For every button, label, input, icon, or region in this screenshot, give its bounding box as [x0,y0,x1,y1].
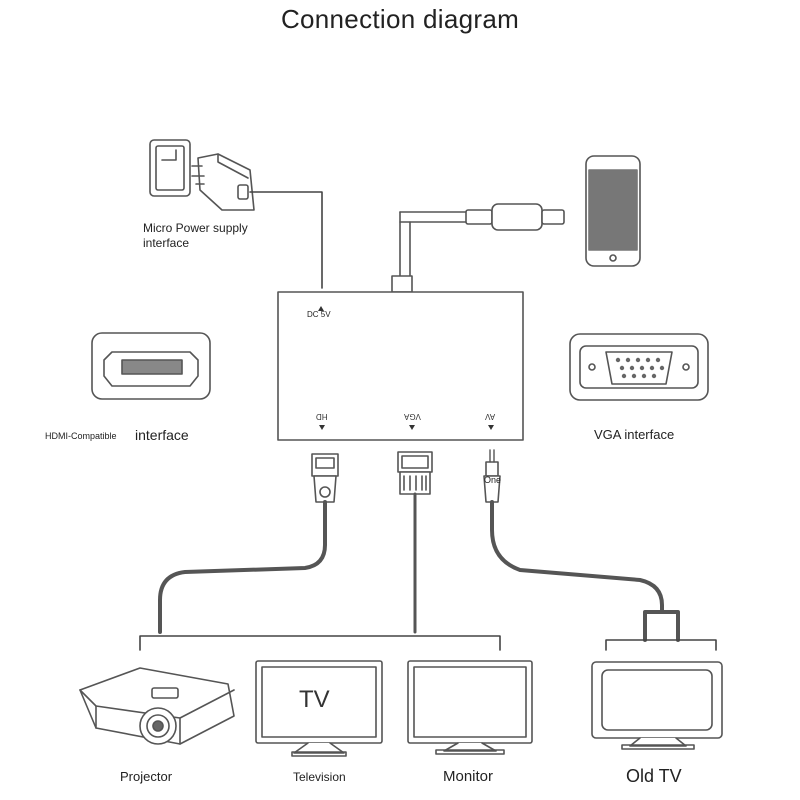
hdmi-plug-icon [311,453,339,503]
diagram-title: Connection diagram [280,4,520,34]
av-plug-label: One [484,475,502,485]
port-hd-label: HD [316,412,328,421]
television-label: Television [293,770,346,784]
adapter-hub [277,291,524,441]
vga-port-icon [569,333,709,401]
port-av-label: AV [485,412,496,421]
wall-socket-icon [149,139,191,197]
power-cable [249,191,323,289]
old-tv-label: Old TV [626,766,682,786]
television-icon [255,660,383,757]
vga-interface-label: VGA interface [594,427,675,442]
hub-port-markers [318,306,494,430]
old-tv-bracket [605,639,717,651]
projector-icon [79,667,235,745]
power-adapter-icon [191,153,255,211]
hdmi-label-small: HDMI-Compatible [45,431,117,441]
av-plug-icon [483,449,501,503]
device-bracket [139,635,501,651]
hdmi-cable [158,500,327,634]
port-dc-label: DC 5V [307,310,331,319]
phone-icon [585,155,641,267]
vga-plug-icon [397,451,433,495]
tv-screen-text: TV [299,686,330,713]
projector-label: Projector [120,769,173,784]
old-tv-icon [591,661,723,750]
monitor-icon [407,660,533,755]
power-supply-label-line2: interface [143,236,190,250]
lightning-cable [391,203,565,293]
hdmi-port-icon [91,332,211,400]
hdmi-label-big: interface [135,427,189,443]
av-cable [490,500,664,614]
port-vga-label: VGA [404,412,421,421]
monitor-label: Monitor [443,768,494,785]
power-supply-label-line1: Micro Power supply [143,221,248,235]
